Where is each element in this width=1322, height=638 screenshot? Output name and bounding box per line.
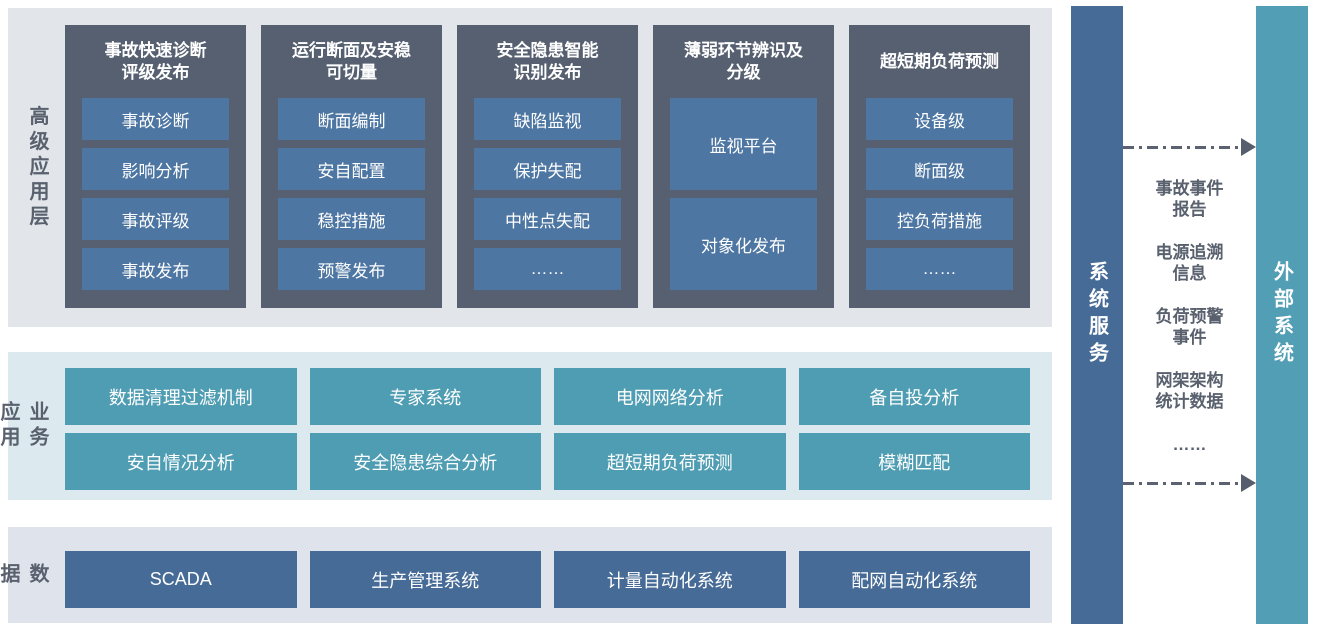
business-rows: 数据清理过滤机制 专家系统 电网网络分析 备自投分析 安自情况分析 安全隐患综合…: [65, 368, 1030, 490]
module-cell: 断面级: [866, 148, 1013, 190]
module-cell: 稳控措施: [278, 198, 425, 240]
data-source-cell: 生产管理系统: [309, 551, 541, 608]
module-cell: 影响分析: [82, 148, 229, 190]
business-cell: 电网网络分析: [554, 368, 786, 425]
module-cell: 安自配置: [278, 148, 425, 190]
data-source-cell: SCADA: [65, 551, 297, 608]
column-load-forecast: 超短期负荷预测 设备级 断面级 控负荷措施 ……: [849, 25, 1030, 308]
system-service-bar: 系统服务: [1071, 6, 1123, 624]
advanced-layer-label: 高级应用层: [26, 105, 48, 230]
business-cell: 安自情况分析: [65, 433, 297, 490]
flow-arrow-top: [1123, 138, 1256, 156]
column-hidden-danger: 安全隐患智能 识别发布 缺陷监视 保护失配 中性点失配 ……: [457, 25, 638, 308]
module-cell: 监视平台: [670, 98, 817, 190]
arrow-right-icon: [1241, 138, 1256, 156]
module-cell: ……: [866, 248, 1013, 290]
exchange-data-list: 事故事件 报告 电源追溯 信息 负荷预警 事件 网架架构 统计数据 ……: [1123, 178, 1256, 455]
exchange-item: ……: [1172, 435, 1207, 454]
module-cell: 预警发布: [278, 248, 425, 290]
column-title: 运行断面及安稳 可切量: [292, 40, 411, 82]
advanced-columns: 事故快速诊断 评级发布 事故诊断 影响分析 事故评级 事故发布 运行断面及安稳 …: [65, 25, 1030, 308]
module-cell: 对象化发布: [670, 198, 817, 290]
column-title: 薄弱环节辨识及 分级: [684, 40, 803, 82]
exchange-item: 事故事件 报告: [1155, 179, 1224, 219]
flow-arrow-bottom: [1123, 474, 1256, 492]
exchange-item: 负荷预警 事件: [1155, 307, 1224, 347]
dash-dot-line: [1123, 146, 1244, 149]
module-cell: 中性点失配: [474, 198, 621, 240]
module-cell: 事故发布: [82, 248, 229, 290]
business-cell: 安全隐患综合分析: [309, 433, 541, 490]
advanced-application-layer-section: 高级应用层 事故快速诊断 评级发布 事故诊断 影响分析 事故评级 事故发布 运行…: [8, 8, 1052, 327]
business-cell: 数据清理过滤机制: [65, 368, 297, 425]
external-system-bar: 外部系统: [1256, 6, 1308, 624]
column-title: 事故快速诊断 评级发布: [104, 40, 207, 82]
data-source-cell: 计量自动化系统: [554, 551, 786, 608]
business-cell: 超短期负荷预测: [554, 433, 786, 490]
column-weak-link: 薄弱环节辨识及 分级 监视平台 对象化发布: [653, 25, 834, 308]
module-cell: ……: [474, 248, 621, 290]
data-layer-label: 数据层: [0, 562, 48, 588]
column-operation-section: 运行断面及安稳 可切量 断面编制 安自配置 稳控措施 预警发布: [261, 25, 442, 308]
module-cell: 缺陷监视: [474, 98, 621, 140]
business-cell: 备自投分析: [798, 368, 1030, 425]
module-cell: 断面编制: [278, 98, 425, 140]
column-title: 安全隐患智能 识别发布: [496, 40, 599, 82]
module-cell: 设备级: [866, 98, 1013, 140]
arrow-right-icon: [1241, 474, 1256, 492]
module-cell: 控负荷措施: [866, 198, 1013, 240]
data-layer-section: 数据层 SCADA 生产管理系统 计量自动化系统 配网自动化系统: [0, 527, 1052, 623]
business-cell: 专家系统: [309, 368, 541, 425]
business-application-layer-section: 业务应用层 数据清理过滤机制 专家系统 电网网络分析 备自投分析 安自情况分析 …: [0, 352, 1052, 500]
exchange-item: 网架架构 统计数据: [1155, 371, 1224, 411]
module-cell: 事故诊断: [82, 98, 229, 140]
business-cell: 模糊匹配: [798, 433, 1030, 490]
column-accident-diagnosis: 事故快速诊断 评级发布 事故诊断 影响分析 事故评级 事故发布: [65, 25, 246, 308]
data-source-cell: 配网自动化系统: [798, 551, 1030, 608]
exchange-item: 电源追溯 信息: [1155, 243, 1224, 283]
dash-dot-line: [1123, 482, 1244, 485]
module-cell: 事故评级: [82, 198, 229, 240]
column-title: 超短期负荷预测: [880, 51, 999, 71]
data-layer-row: SCADA 生产管理系统 计量自动化系统 配网自动化系统: [65, 551, 1030, 608]
module-cell: 保护失配: [474, 148, 621, 190]
business-layer-label: 业务应用层: [0, 401, 48, 451]
